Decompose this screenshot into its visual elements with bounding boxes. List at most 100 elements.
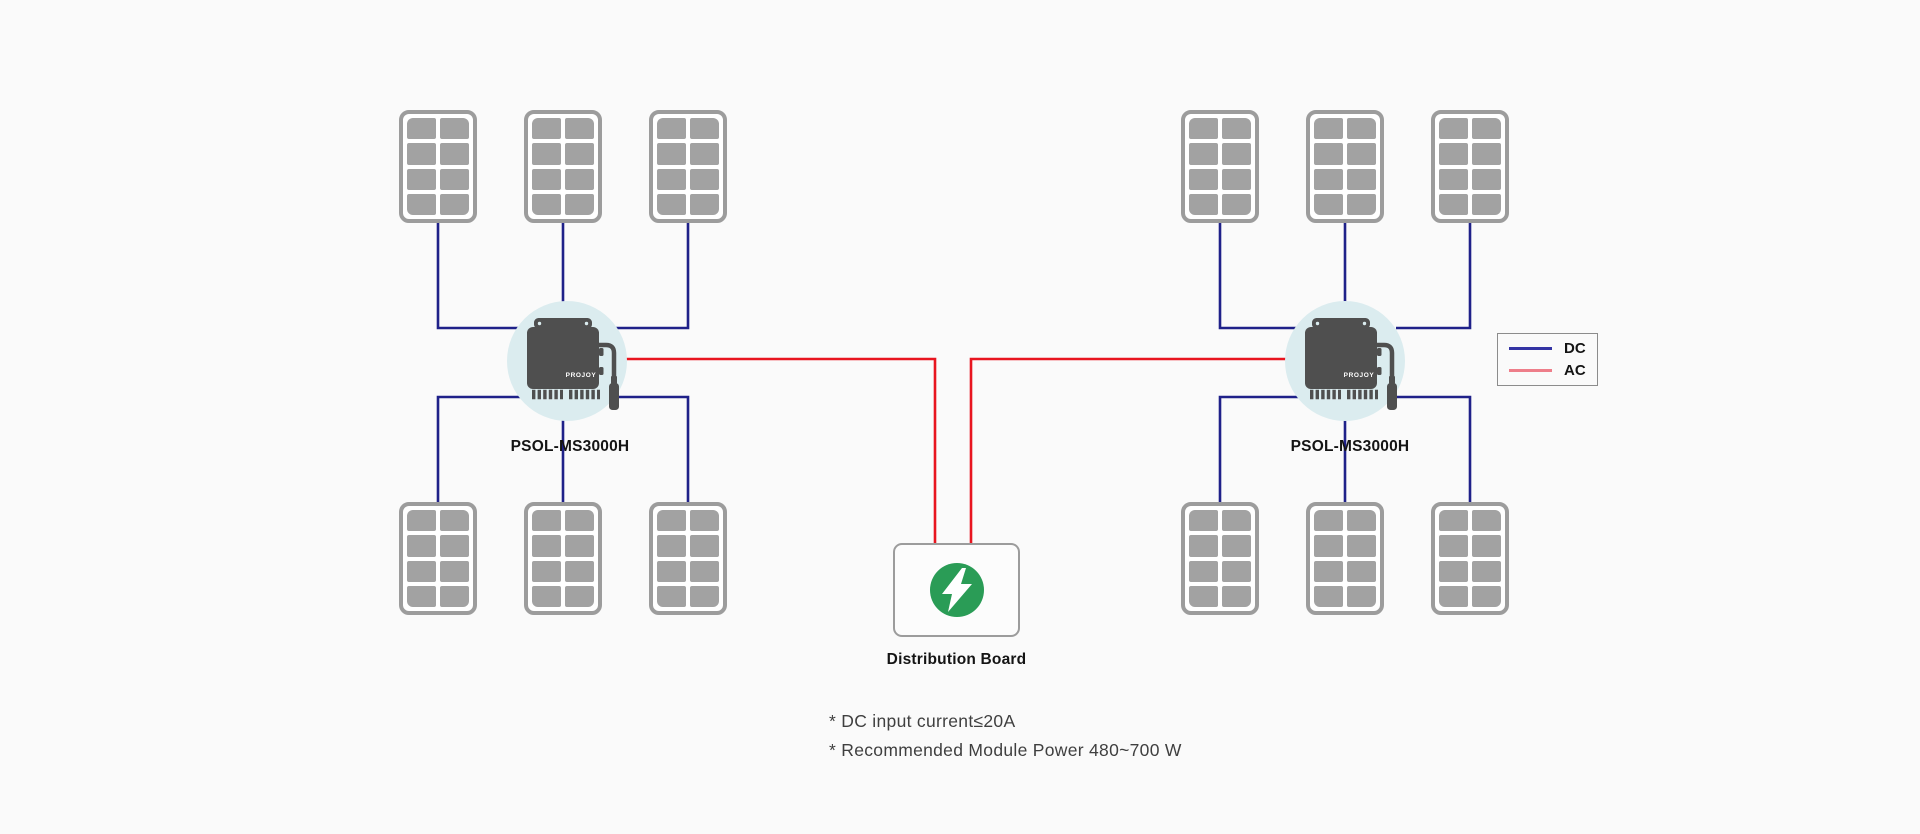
inverter-handle bbox=[1312, 318, 1370, 329]
inverter-body bbox=[1305, 327, 1377, 389]
panel-cell bbox=[1472, 143, 1501, 165]
panel-cell bbox=[657, 143, 686, 165]
panel-cell bbox=[1189, 585, 1218, 607]
panel-cell bbox=[1222, 118, 1251, 140]
panel-cell bbox=[1472, 168, 1501, 190]
legend-dc-label: DC bbox=[1564, 340, 1586, 357]
panel-cell bbox=[1439, 585, 1468, 607]
panel-cell bbox=[1189, 118, 1218, 140]
panel-cell bbox=[1314, 193, 1343, 215]
panel-cell bbox=[1472, 510, 1501, 532]
inverter-body bbox=[527, 327, 599, 389]
solar-panel-cells bbox=[1189, 118, 1251, 215]
panel-cell bbox=[1222, 585, 1251, 607]
solar-panel-cells bbox=[657, 510, 719, 607]
panel-cell bbox=[1347, 118, 1376, 140]
inverter-cable bbox=[596, 342, 617, 382]
legend-row-dc: DC bbox=[1498, 340, 1597, 358]
panel-cell bbox=[1222, 168, 1251, 190]
panel-cell bbox=[1314, 118, 1343, 140]
panel-cell bbox=[565, 143, 594, 165]
legend-ac-label: AC bbox=[1564, 362, 1586, 379]
panel-cell bbox=[532, 535, 561, 557]
panel-cell bbox=[565, 560, 594, 582]
panel-cell bbox=[1439, 143, 1468, 165]
panel-cell bbox=[532, 193, 561, 215]
panel-cell bbox=[440, 118, 469, 140]
panel-cell bbox=[1222, 560, 1251, 582]
solar-panel-cells bbox=[657, 118, 719, 215]
panel-cell bbox=[1347, 193, 1376, 215]
panel-cell bbox=[407, 560, 436, 582]
panel-cell bbox=[532, 560, 561, 582]
panel-cell bbox=[565, 193, 594, 215]
panel-cell bbox=[1189, 193, 1218, 215]
inverter-label-left: PSOL-MS3000H bbox=[510, 438, 630, 455]
panel-cell bbox=[440, 535, 469, 557]
panel-cell bbox=[1314, 510, 1343, 532]
lightning-bolt-icon bbox=[929, 563, 984, 617]
legend-row-ac: AC bbox=[1498, 362, 1597, 380]
panel-cell bbox=[1314, 585, 1343, 607]
solar-panel bbox=[524, 110, 602, 223]
ac-wire-left bbox=[620, 357, 937, 544]
microinverter-icon: PROJOY bbox=[1305, 318, 1397, 410]
panel-cell bbox=[1347, 168, 1376, 190]
panel-cell bbox=[1439, 560, 1468, 582]
panel-cell bbox=[1189, 535, 1218, 557]
panel-cell bbox=[1347, 535, 1376, 557]
panel-cell bbox=[690, 168, 719, 190]
panel-cell bbox=[407, 535, 436, 557]
solar-panel-cells bbox=[1189, 510, 1251, 607]
solar-panel bbox=[399, 502, 477, 615]
panel-cell bbox=[407, 118, 436, 140]
microinverter-icon: PROJOY bbox=[527, 318, 619, 410]
panel-cell bbox=[407, 510, 436, 532]
panel-cell bbox=[1347, 560, 1376, 582]
panel-cell bbox=[1347, 510, 1376, 532]
panel-cell bbox=[1189, 560, 1218, 582]
panel-cell bbox=[1189, 143, 1218, 165]
panel-cell bbox=[657, 585, 686, 607]
solar-panel bbox=[399, 110, 477, 223]
panel-cell bbox=[532, 118, 561, 140]
panel-cell bbox=[1472, 535, 1501, 557]
inverter-label-right: PSOL-MS3000H bbox=[1290, 438, 1410, 455]
panel-cell bbox=[1314, 535, 1343, 557]
panel-cell bbox=[690, 143, 719, 165]
panel-cell bbox=[407, 168, 436, 190]
solar-panel bbox=[1306, 502, 1384, 615]
solar-panel bbox=[649, 110, 727, 223]
solar-panel bbox=[1431, 502, 1509, 615]
panel-cell bbox=[1314, 560, 1343, 582]
inverter-brand-label: PROJOY bbox=[1344, 372, 1375, 379]
legend-ac-line bbox=[1509, 369, 1552, 372]
panel-cell bbox=[565, 535, 594, 557]
solar-panel bbox=[1306, 110, 1384, 223]
panel-cell bbox=[407, 193, 436, 215]
legend-dc-line bbox=[1509, 347, 1552, 350]
panel-cell bbox=[1472, 585, 1501, 607]
dc-wires-right-top bbox=[1218, 222, 1472, 330]
panel-cell bbox=[440, 585, 469, 607]
solar-panel-cells bbox=[1314, 118, 1376, 215]
panel-cell bbox=[440, 143, 469, 165]
panel-cell bbox=[690, 585, 719, 607]
panel-cell bbox=[1347, 143, 1376, 165]
solar-panel bbox=[1431, 110, 1509, 223]
panel-cell bbox=[690, 118, 719, 140]
panel-cell bbox=[690, 193, 719, 215]
distribution-board-label: Distribution Board bbox=[886, 651, 1027, 668]
legend: DC AC bbox=[1497, 333, 1598, 386]
solar-panel-cells bbox=[1439, 510, 1501, 607]
panel-cell bbox=[657, 168, 686, 190]
panel-cell bbox=[440, 193, 469, 215]
panel-cell bbox=[565, 168, 594, 190]
panel-cell bbox=[1189, 510, 1218, 532]
panel-cell bbox=[1222, 143, 1251, 165]
panel-cell bbox=[1439, 193, 1468, 215]
panel-cell bbox=[1314, 143, 1343, 165]
solar-panel bbox=[1181, 110, 1259, 223]
panel-cell bbox=[657, 535, 686, 557]
inverter-plug bbox=[1389, 376, 1395, 384]
